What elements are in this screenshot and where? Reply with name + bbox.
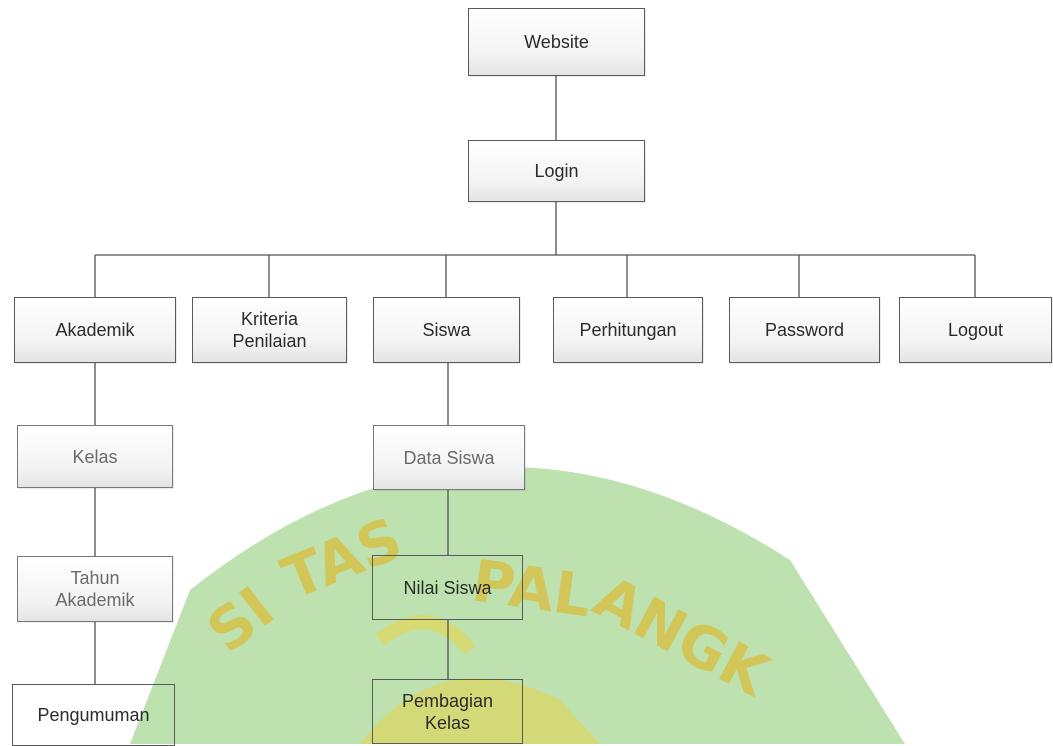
- node-logout-label: Logout: [947, 320, 1004, 340]
- node-nilai-siswa-label: Nilai Siswa: [403, 577, 492, 598]
- node-kriteria-penilaian-label: Kriteria Penilaian: [232, 309, 307, 351]
- node-tahun-akademik-label: Tahun Akademik: [55, 568, 135, 610]
- node-password-label: Password: [764, 320, 845, 340]
- node-logout: Logout: [899, 297, 1052, 363]
- watermark-emblem-curve: [375, 615, 476, 655]
- node-akademik: Akademik: [14, 297, 176, 363]
- node-pengumuman: Pengumuman: [12, 684, 175, 746]
- node-password: Password: [729, 297, 880, 363]
- node-nilai-siswa: Nilai Siswa: [372, 555, 523, 620]
- watermark-shield-shape: [130, 466, 905, 744]
- node-siswa-label: Siswa: [422, 320, 471, 340]
- node-kriteria-penilaian: Kriteria Penilaian: [192, 297, 347, 363]
- node-akademik-label: Akademik: [55, 320, 135, 340]
- node-website-label: Website: [524, 32, 589, 52]
- node-pengumuman-label: Pengumuman: [37, 705, 150, 725]
- node-login: Login: [468, 140, 645, 202]
- node-siswa: Siswa: [373, 297, 520, 363]
- node-kelas: Kelas: [17, 425, 173, 488]
- watermark-letters-mid: PAL: [468, 547, 595, 631]
- node-perhitungan: Perhitungan: [553, 297, 703, 363]
- node-data-siswa: Data Siswa: [373, 425, 525, 490]
- watermark-emblem-shape: [360, 678, 600, 744]
- node-perhitungan-label: Perhitungan: [579, 320, 677, 340]
- node-tahun-akademik: Tahun Akademik: [17, 556, 173, 622]
- node-kelas-label: Kelas: [72, 446, 118, 467]
- node-login-label: Login: [534, 161, 579, 181]
- node-website: Website: [468, 8, 645, 76]
- node-data-siswa-label: Data Siswa: [403, 447, 495, 468]
- node-pembagian-kelas-label: Pembagian Kelas: [401, 690, 494, 733]
- node-pembagian-kelas: Pembagian Kelas: [372, 679, 523, 744]
